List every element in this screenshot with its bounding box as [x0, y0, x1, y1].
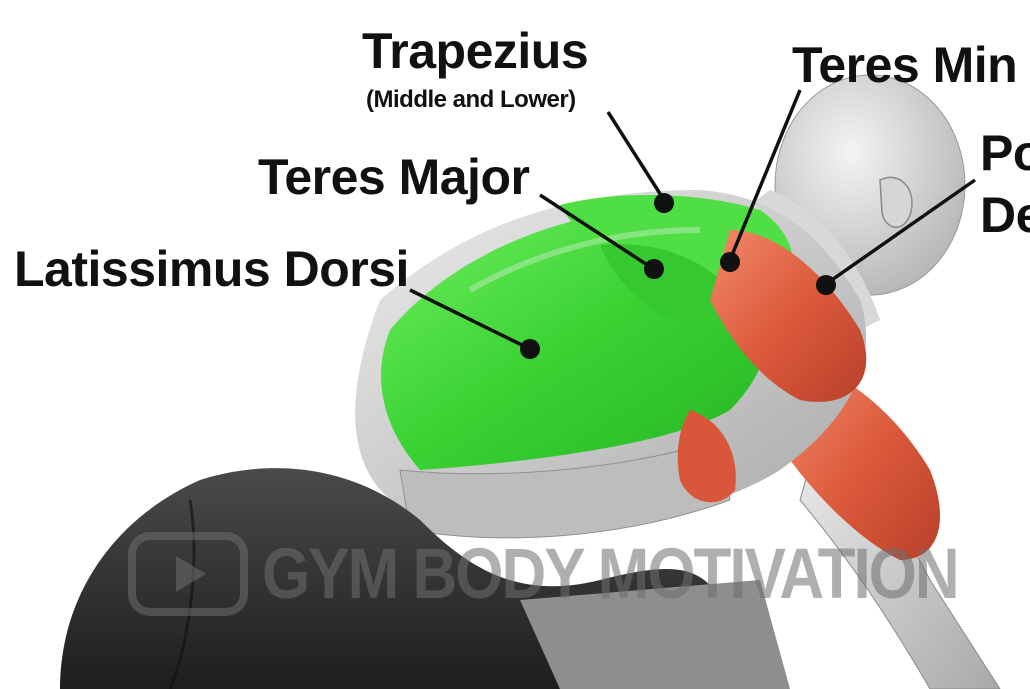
label-trapezius-sub: (Middle and Lower) — [366, 86, 576, 113]
leader-lines — [409, 89, 977, 350]
teres-major-muscle — [600, 244, 730, 322]
label-posterior-deltoid-line2: De — [980, 187, 1030, 243]
serratus-area — [399, 439, 731, 539]
teres-minor-muscle — [677, 410, 736, 503]
spine-line — [468, 227, 701, 293]
label-latissimus-dorsi: Latissimus Dorsi — [14, 241, 409, 297]
label-teres-minor: Teres Min — [792, 37, 1018, 93]
label-posterior-deltoid-line1: Po — [980, 125, 1030, 181]
watermark-text: GYM BODY MOTIVATION — [262, 534, 960, 614]
ear — [879, 176, 913, 228]
posterior-deltoid-muscle — [710, 230, 867, 402]
label-teres-major: Teres Major — [258, 149, 530, 205]
channel-watermark: GYM BODY MOTIVATION — [128, 532, 960, 616]
play-button-icon — [128, 532, 248, 616]
glute-divider — [168, 499, 196, 689]
leader-dots — [520, 193, 836, 359]
label-trapezius: Trapezius — [362, 23, 589, 79]
bench — [520, 580, 790, 689]
